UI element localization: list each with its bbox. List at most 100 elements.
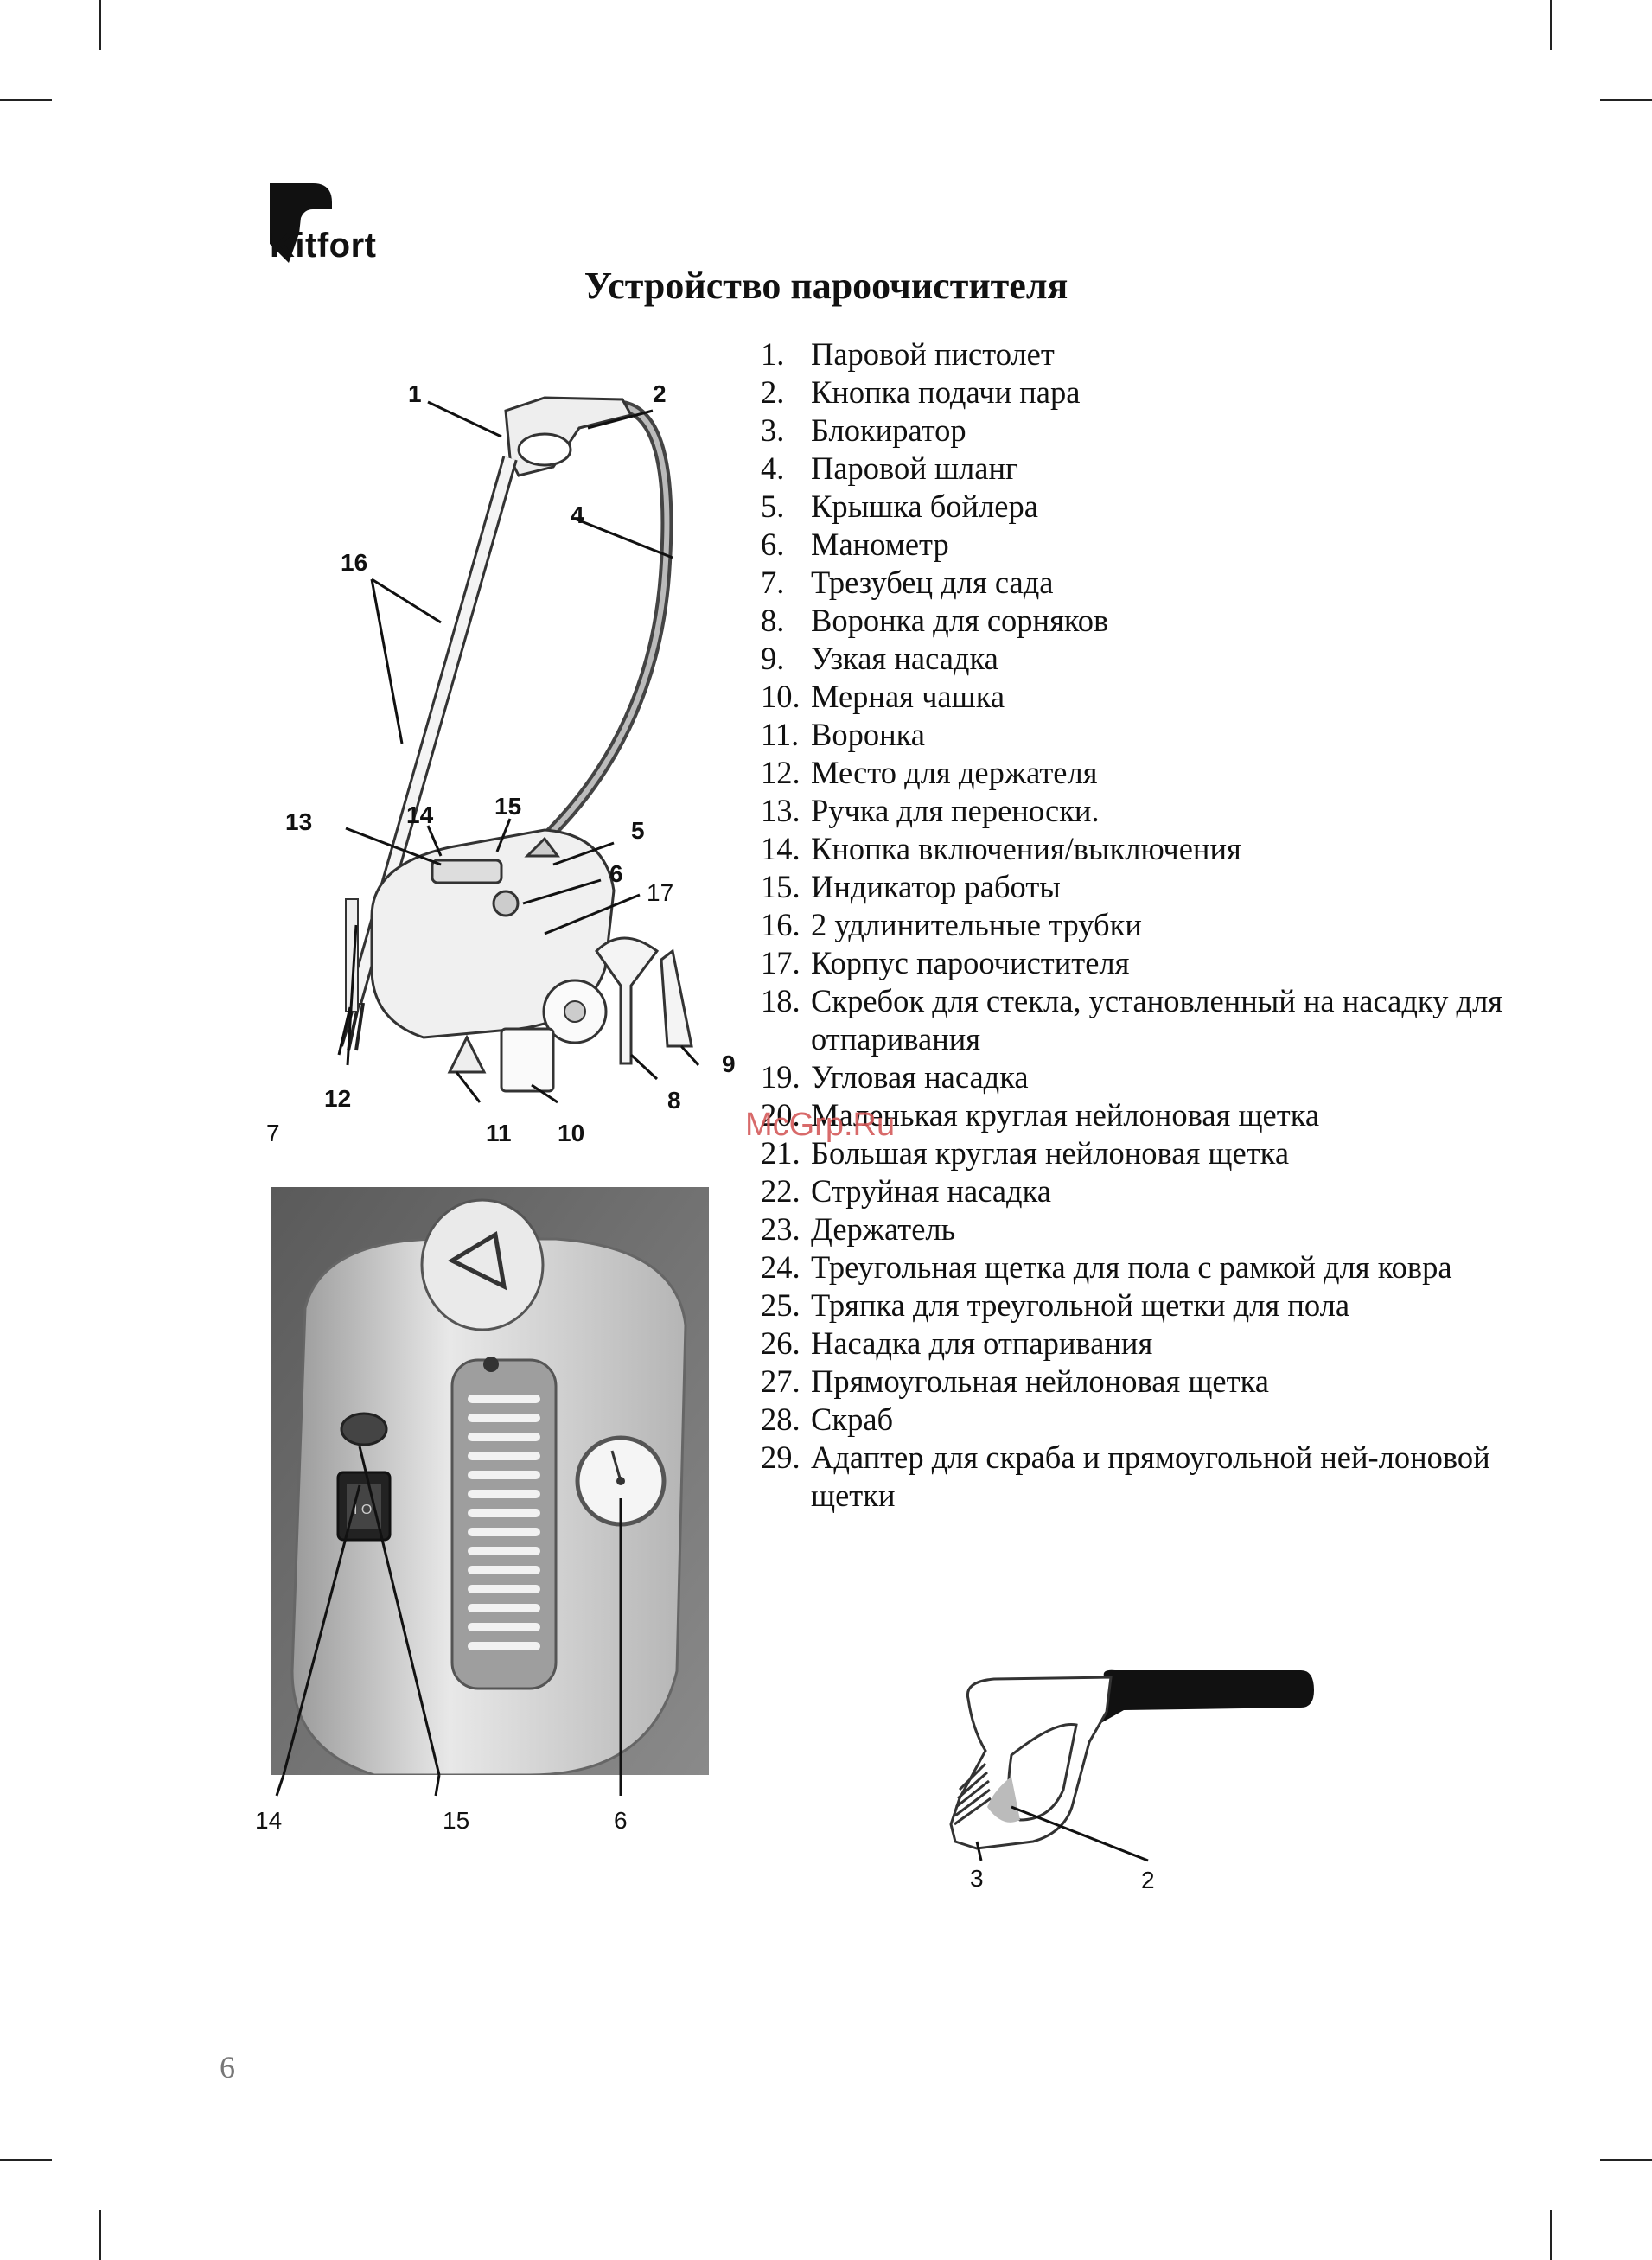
part-name: Скребок для стекла, установленный на нас… xyxy=(811,982,1556,1058)
part-number: 16. xyxy=(761,906,811,944)
handle-slot xyxy=(468,1490,540,1498)
photo-callout-14: 14 xyxy=(255,1807,282,1834)
part-number: 14. xyxy=(761,830,811,868)
part-number: 4. xyxy=(761,450,811,488)
part-number: 24. xyxy=(761,1248,811,1286)
parts-list-item: 12.Место для держателя xyxy=(761,754,1556,792)
page-title: Устройство пароочистителя xyxy=(0,264,1652,308)
part-name: Кнопка подачи пара xyxy=(811,373,1556,412)
part-number: 19. xyxy=(761,1058,811,1096)
callout-5: 5 xyxy=(631,817,645,844)
callout-1: 1 xyxy=(408,380,422,407)
parts-list-item: 10.Мерная чашка xyxy=(761,678,1556,716)
part-number: 17. xyxy=(761,944,811,982)
photo-callout-15: 15 xyxy=(443,1807,469,1834)
photo-callouts: 14 15 6 xyxy=(251,1775,657,1844)
part-number: 6. xyxy=(761,526,811,564)
part-number: 1. xyxy=(761,335,811,373)
part-name: Узкая насадка xyxy=(811,640,1556,678)
part-name: Блокиратор xyxy=(811,412,1556,450)
part-number: 25. xyxy=(761,1286,811,1325)
part-number: 7. xyxy=(761,564,811,602)
callout-7: 7 xyxy=(266,1120,280,1146)
parts-list-item: 26.Насадка для отпаривания xyxy=(761,1325,1556,1363)
steam-cleaner-diagram: 1 2 4 16 14 15 13 5 6 17 7 12 11 10 8 9 xyxy=(259,363,752,1159)
part-number: 10. xyxy=(761,678,811,716)
part-name: Кнопка включения/выключения xyxy=(811,830,1556,868)
callout-11: 11 xyxy=(486,1120,512,1146)
parts-list-item: 19.Угловая насадка xyxy=(761,1058,1556,1096)
part-name: Место для держателя xyxy=(811,754,1556,792)
part-name: Адаптер для скраба и прямоугольной ней-л… xyxy=(811,1439,1556,1515)
part-name: Крышка бойлера xyxy=(811,488,1556,526)
part-name: Струйная насадка xyxy=(811,1172,1556,1210)
handle-slot xyxy=(468,1547,540,1555)
brand-name: Kitfort xyxy=(270,227,376,265)
crop-mark xyxy=(0,99,52,101)
crop-mark xyxy=(99,0,101,50)
crop-mark xyxy=(0,2159,52,2161)
part-name: Паровой пистолет xyxy=(811,335,1556,373)
part-number: 11. xyxy=(761,716,811,754)
part-number: 8. xyxy=(761,602,811,640)
parts-list-item: 29.Адаптер для скраба и прямоугольной не… xyxy=(761,1439,1556,1515)
crop-mark xyxy=(99,2210,101,2260)
page-number: 6 xyxy=(220,2049,235,2085)
callout-16: 16 xyxy=(341,549,367,576)
handle-slot xyxy=(468,1642,540,1650)
handle-slot xyxy=(468,1566,540,1574)
callout-10: 10 xyxy=(558,1120,584,1146)
part-name: Воронка xyxy=(811,716,1556,754)
handle-slot xyxy=(468,1623,540,1631)
part-name: Индикатор работы xyxy=(811,868,1556,906)
handle-slot xyxy=(468,1471,540,1479)
parts-list-item: 5.Крышка бойлера xyxy=(761,488,1556,526)
part-number: 28. xyxy=(761,1401,811,1439)
switch-label: I O xyxy=(354,1503,372,1517)
callout-13: 13 xyxy=(285,808,312,835)
callout-12: 12 xyxy=(324,1085,351,1112)
parts-list-item: 6.Манометр xyxy=(761,526,1556,564)
part-name: Мерная чашка xyxy=(811,678,1556,716)
parts-list-item: 27.Прямоугольная нейлоновая щетка xyxy=(761,1363,1556,1401)
parts-list-item: 11.Воронка xyxy=(761,716,1556,754)
part-number: 27. xyxy=(761,1363,811,1401)
watermark: McGrp.Ru xyxy=(745,1107,895,1144)
part-number: 23. xyxy=(761,1210,811,1248)
parts-list-item: 24.Треугольная щетка для пола с рамкой д… xyxy=(761,1248,1556,1286)
parts-list-item: 15.Индикатор работы xyxy=(761,868,1556,906)
part-number: 18. xyxy=(761,982,811,1058)
handle-slot xyxy=(468,1414,540,1422)
part-name: Держатель xyxy=(811,1210,1556,1248)
callout-8: 8 xyxy=(667,1087,681,1114)
parts-list-item: 25.Тряпка для треугольной щетки для пола xyxy=(761,1286,1556,1325)
handle-slot xyxy=(468,1585,540,1593)
callout-15: 15 xyxy=(494,793,521,820)
part-name: Корпус пароочистителя xyxy=(811,944,1556,982)
parts-list-item: 9.Узкая насадка xyxy=(761,640,1556,678)
crop-mark xyxy=(1600,99,1652,101)
part-name: Маленькая круглая нейлоновая щетка xyxy=(811,1096,1556,1134)
parts-list-item: 17.Корпус пароочистителя xyxy=(761,944,1556,982)
handle-slot xyxy=(468,1433,540,1441)
part-number: 29. xyxy=(761,1439,811,1515)
part-name: Тряпка для треугольной щетки для пола xyxy=(811,1286,1556,1325)
part-name: Воронка для сорняков xyxy=(811,602,1556,640)
crop-mark xyxy=(1550,2210,1552,2260)
part-name: Треугольная щетка для пола с рамкой для … xyxy=(811,1248,1556,1286)
part-name: Манометр xyxy=(811,526,1556,564)
callout-2: 2 xyxy=(653,380,667,407)
parts-list-item: 4.Паровой шланг xyxy=(761,450,1556,488)
part-name: Угловая насадка xyxy=(811,1058,1556,1096)
callout-4: 4 xyxy=(571,501,584,528)
part-number: 9. xyxy=(761,640,811,678)
handle-slot xyxy=(468,1604,540,1612)
parts-list-item: 14.Кнопка включения/выключения xyxy=(761,830,1556,868)
part-number: 3. xyxy=(761,412,811,450)
part-name: Ручка для переноски. xyxy=(811,792,1556,830)
parts-list-item: 16.2 удлинительные трубки xyxy=(761,906,1556,944)
part-number: 15. xyxy=(761,868,811,906)
parts-list-item: 2.Кнопка подачи пара xyxy=(761,373,1556,412)
parts-list-item: 13.Ручка для переноски. xyxy=(761,792,1556,830)
